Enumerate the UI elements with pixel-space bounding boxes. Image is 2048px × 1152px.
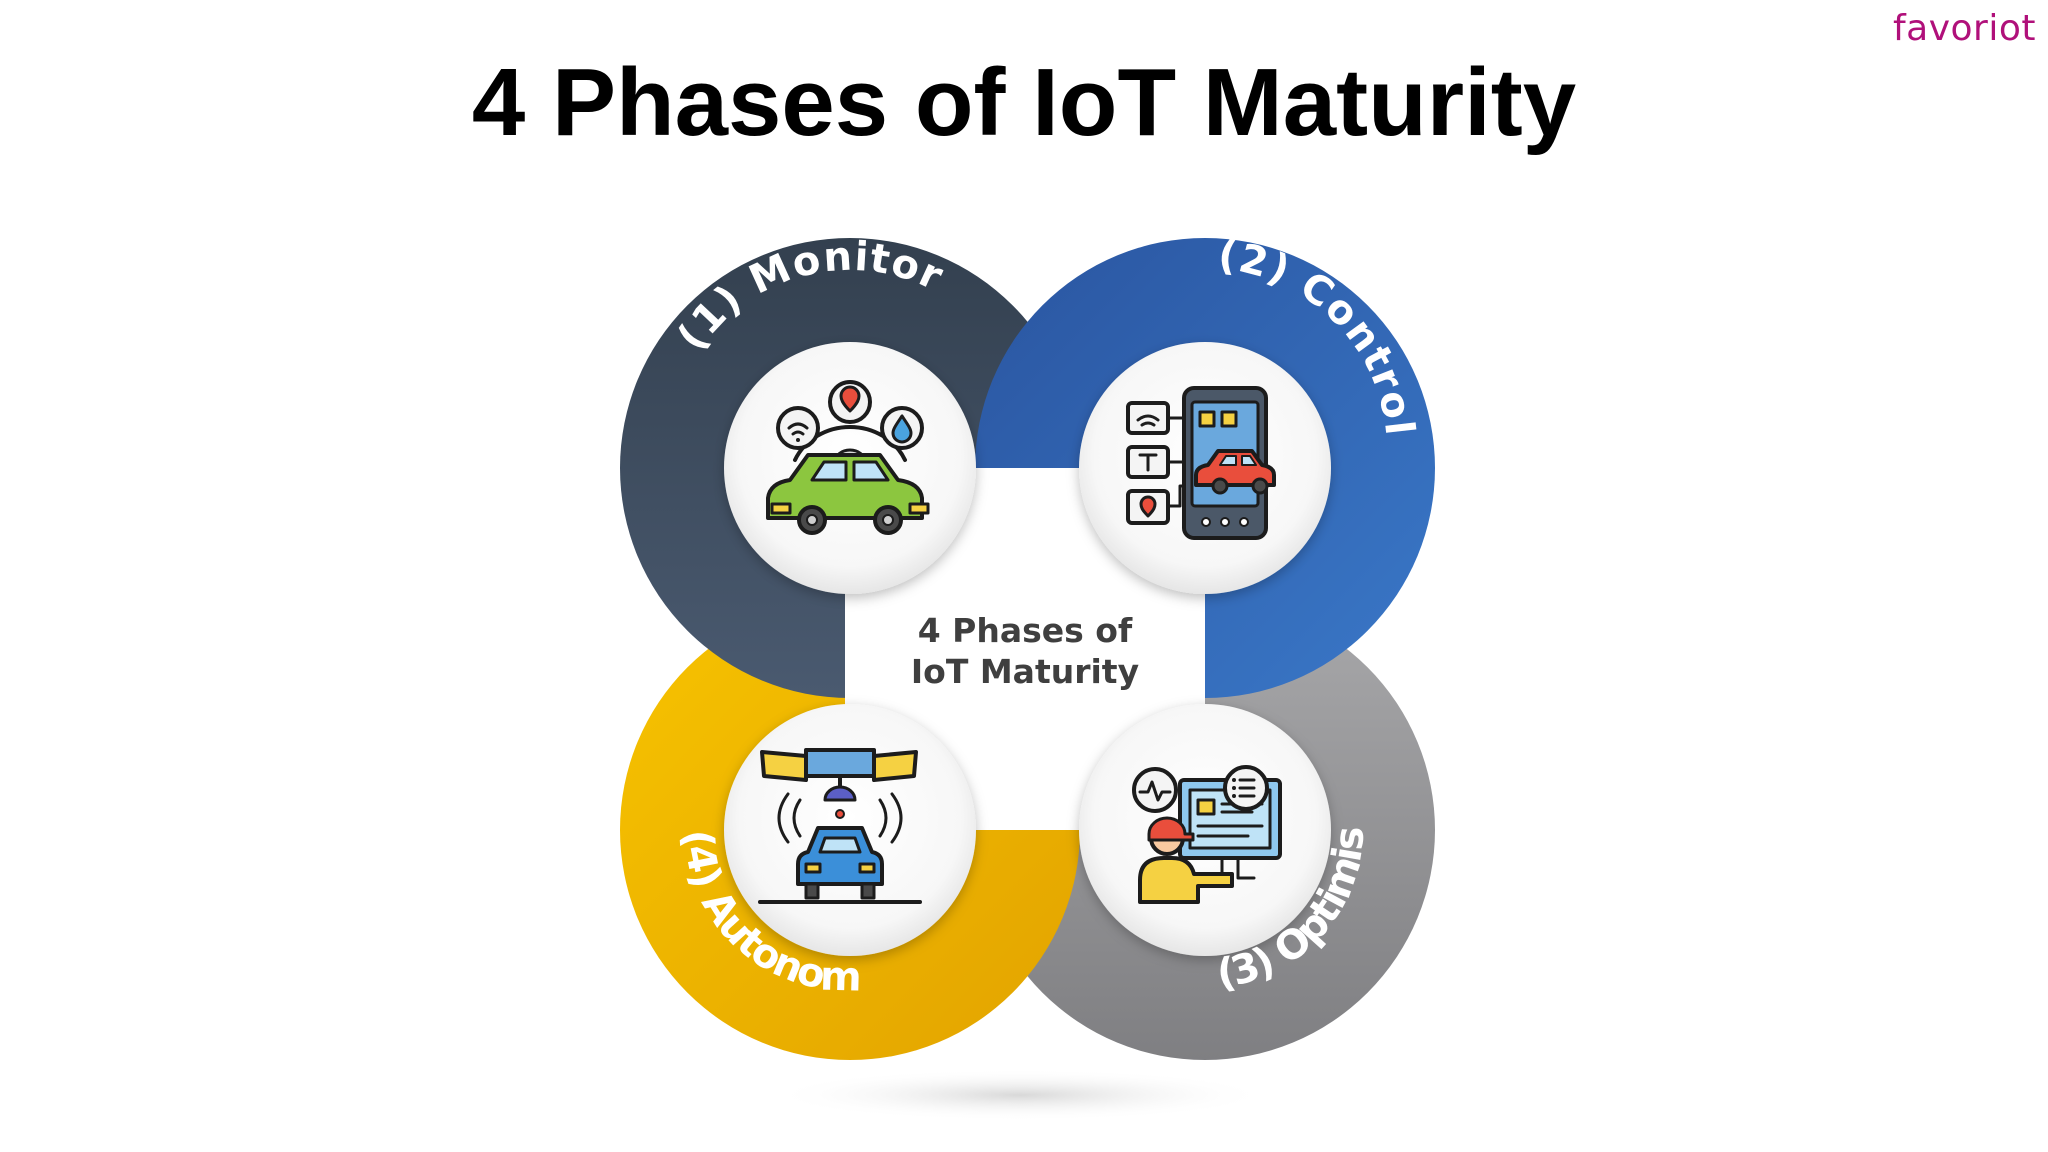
brand-logo: favoriot bbox=[1892, 8, 2036, 49]
satellite-autonomous-car-icon bbox=[758, 748, 922, 904]
technician-monitor-icon bbox=[1132, 765, 1282, 904]
page-title: 4 Phases of IoT Maturity bbox=[471, 49, 1577, 156]
mobile-car-control-icon bbox=[1126, 386, 1276, 540]
center-title-line1: 4 Phases of bbox=[918, 611, 1133, 650]
center-title-line2: IoT Maturity bbox=[911, 652, 1139, 691]
connected-car-icon bbox=[766, 380, 930, 535]
diagram-shadow bbox=[770, 1069, 1270, 1121]
